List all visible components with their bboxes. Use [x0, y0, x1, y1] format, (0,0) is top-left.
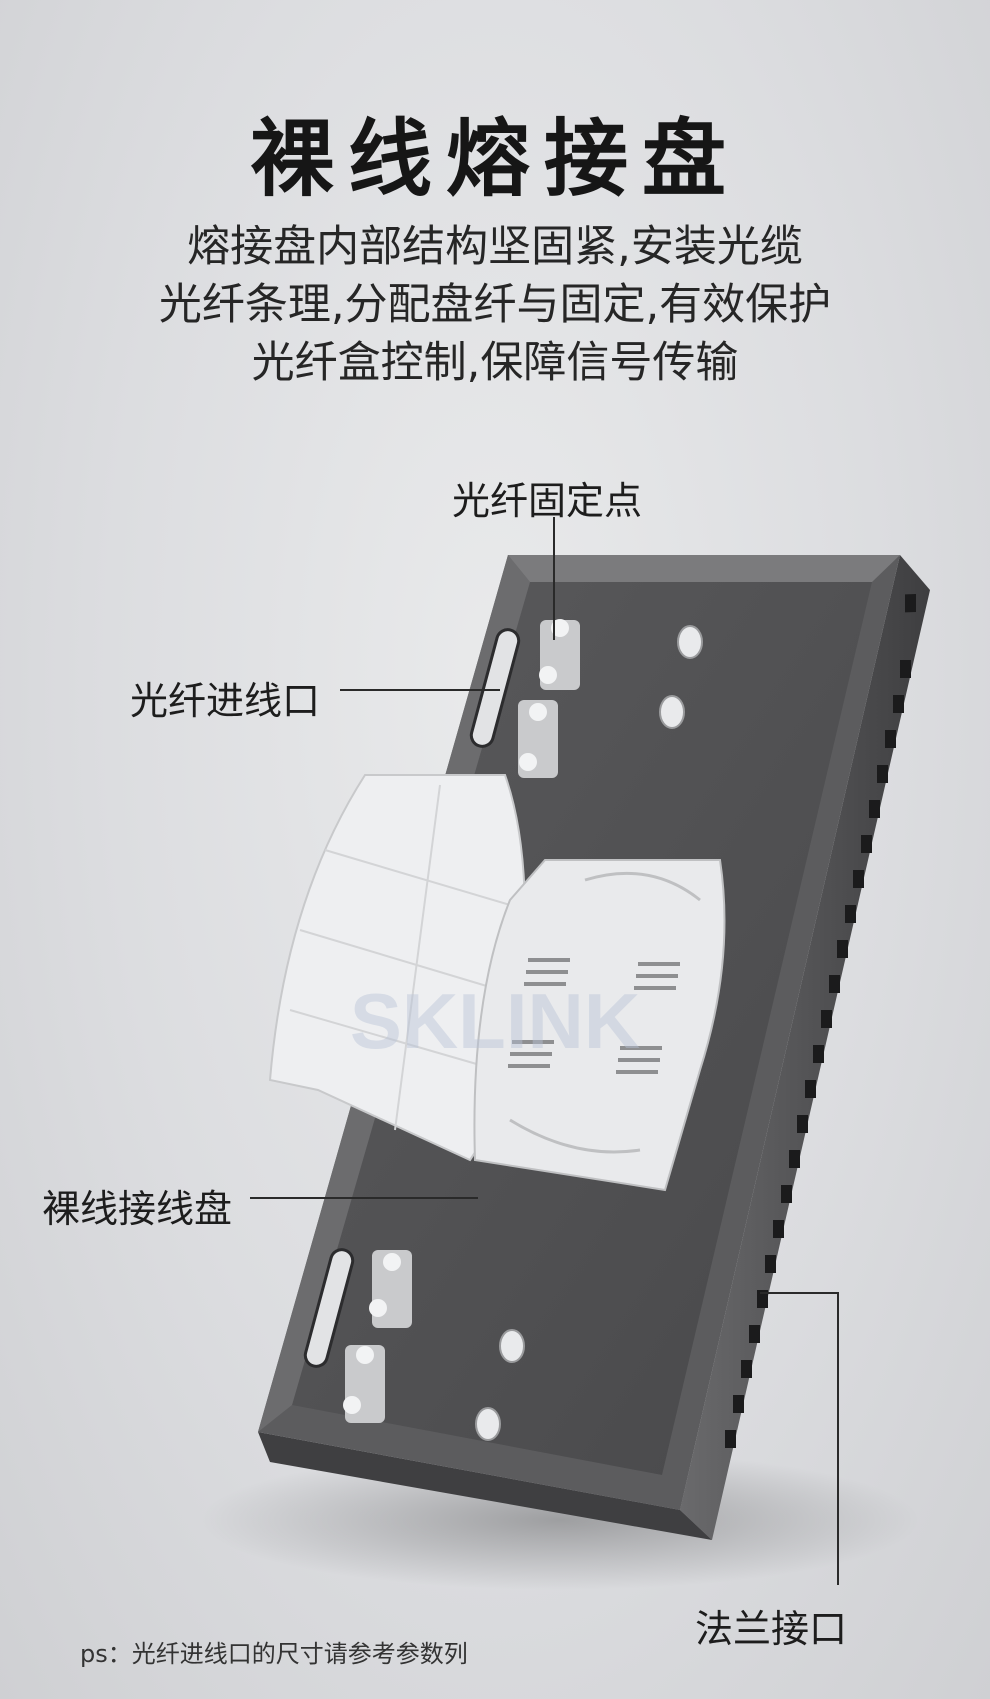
fiber-fix-clamps [343, 619, 580, 1423]
callout-splice-tray: 裸线接线盘 [42, 1187, 233, 1231]
page-title: 裸线熔接盘 [249, 110, 740, 208]
splice-tray-lid [268, 774, 526, 1162]
splice-slots [508, 958, 680, 1074]
fiber-inlet-slots [303, 628, 521, 1368]
subtitle-line-3: 光纤盒控制,保障信号传输 [251, 338, 739, 388]
footnote: ps：光纤进线口的尺寸请参考参数列 [80, 1640, 468, 1668]
flange-port-holes [725, 594, 916, 1448]
mounting-studs [475, 625, 703, 1441]
splice-tray-base [473, 859, 726, 1192]
callout-fiber-inlet: 光纤进线口 [130, 679, 321, 723]
page-subtitle: 熔接盘内部结构坚固紧,安装光缆 光纤条理,分配盘纤与固定,有效保护 光纤盒控制,… [0, 218, 990, 392]
subtitle-line-1: 熔接盘内部结构坚固紧,安装光缆 [187, 222, 803, 272]
subtitle-line-2: 光纤条理,分配盘纤与固定,有效保护 [158, 280, 832, 330]
box-right-wall [680, 555, 930, 1540]
callout-flange-port: 法兰接口 [695, 1607, 848, 1651]
box-top-wall [508, 555, 900, 582]
watermark: SKLINK [350, 977, 640, 1065]
callout-fiber-fix-point: 光纤固定点 [452, 479, 643, 523]
callout-leader-lines [250, 517, 839, 1585]
box-bottom-wall [258, 1432, 712, 1540]
box-shadow [200, 1450, 920, 1590]
